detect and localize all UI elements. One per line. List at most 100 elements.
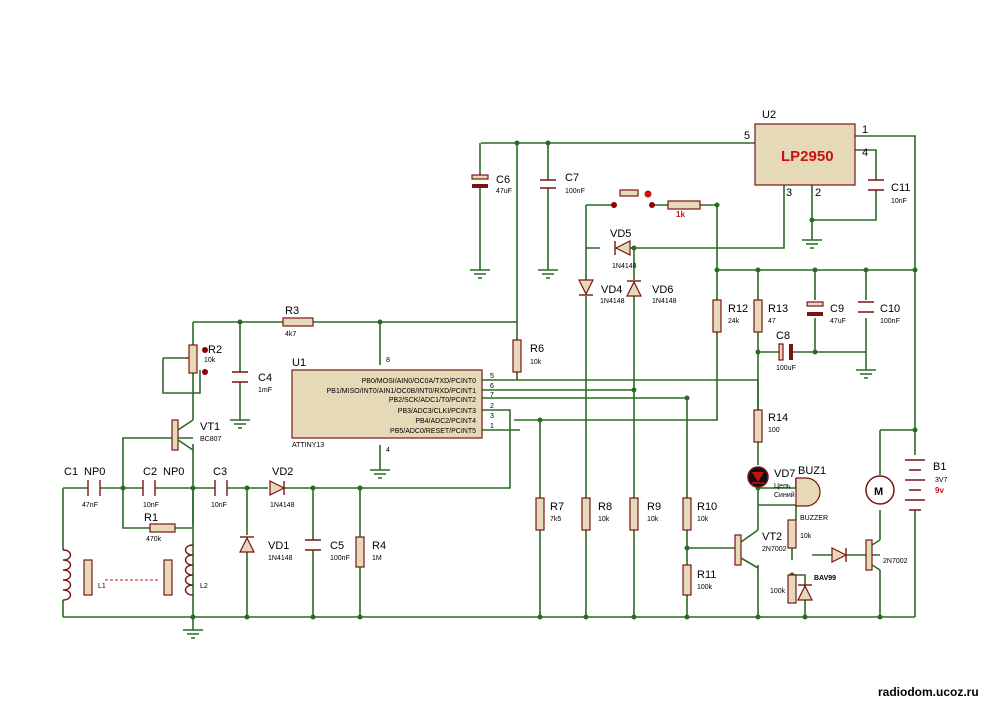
resistor-r10 xyxy=(682,497,692,531)
buzzer-buz1: BUZ1 BUZZER xyxy=(795,465,828,522)
capacitor-c10 xyxy=(858,301,874,313)
resistor-buzzer-10k xyxy=(787,519,797,549)
resistors: R3 4k7 R6 10k R2 10k R1 470k R4 1M R7 7k… xyxy=(144,200,812,604)
u1-gnd-pin: 4 xyxy=(386,447,390,454)
r9-ref: R9 xyxy=(647,501,661,513)
capacitor-c7 xyxy=(540,179,556,189)
r12-ref: R12 xyxy=(728,303,748,315)
capacitor-c8 xyxy=(778,343,784,361)
u2-name: LP2950 xyxy=(781,148,834,165)
mcu-u1: U1 ATTINY13 8 4 PB0/MOSI/AIN0/OC0A/TXD/P… xyxy=(291,357,494,454)
r11-ref: R11 xyxy=(697,569,716,581)
vd4-ref: VD4 xyxy=(601,284,622,296)
r10-ref: R10 xyxy=(697,501,717,513)
r6-value: 10k xyxy=(530,359,542,366)
capacitor-c1 xyxy=(87,480,101,496)
diode-vd4 xyxy=(578,279,594,296)
u1-pin-label: PB2/SCK/ADC1/T0/PCINT2 xyxy=(389,397,476,404)
capacitor-c4 xyxy=(232,371,248,383)
resistor-r11 xyxy=(682,564,692,596)
r2-value: 10k xyxy=(204,357,216,364)
c11-value: 10nF xyxy=(891,198,907,205)
u2-pin2: 2 xyxy=(815,187,821,199)
c11-ref: C11 xyxy=(891,182,910,194)
u2-pin3: 3 xyxy=(786,187,792,199)
u1-pin-label: PB3/ADC3/CLKI/PCINT3 xyxy=(398,408,476,415)
resistor-r14 xyxy=(753,409,763,443)
pot-terminal-icon xyxy=(202,347,208,353)
resistor-r8 xyxy=(581,497,591,531)
potentiometer-r2 xyxy=(188,344,198,374)
r3-value: 4k7 xyxy=(285,331,296,338)
r7-ref: R7 xyxy=(550,501,564,513)
u1-pin-num: 2 xyxy=(490,403,494,410)
coil-l2 xyxy=(184,544,194,596)
c3-ref: C3 xyxy=(213,466,227,478)
c6-value: 47uF xyxy=(496,188,512,195)
c4-value: 1mF xyxy=(258,387,272,394)
resistor-r1 xyxy=(149,523,176,533)
pot-terminal-icon xyxy=(202,369,208,375)
buz1-value: BUZZER xyxy=(800,515,828,522)
battery-b1: B1 3V7 9v xyxy=(905,459,948,511)
resistor-buzzer-100k xyxy=(787,574,797,604)
vt1-ref: VT1 xyxy=(200,421,220,433)
vt2-value: 2N7002 xyxy=(762,546,787,553)
coil-l2-core xyxy=(163,559,173,596)
resistor-r6 xyxy=(512,339,522,373)
c8-ref: C8 xyxy=(776,330,790,342)
u2-ref: U2 xyxy=(762,109,776,121)
vd4-value: 1N4148 xyxy=(600,298,625,305)
switch-terminal-icon xyxy=(644,190,652,198)
capacitor-c6 xyxy=(471,174,489,180)
coils: L1 L2 xyxy=(62,544,208,601)
capacitor-c5 xyxy=(305,539,321,551)
u2-pin1: 1 xyxy=(862,124,868,136)
r7-value: 7k5 xyxy=(550,516,561,523)
r8-ref: R8 xyxy=(598,501,612,513)
r10-value: 10k xyxy=(697,516,709,523)
resistor-r3 xyxy=(282,317,314,327)
r14-value: 100 xyxy=(768,427,780,434)
b1-value: 3V7 xyxy=(935,477,948,484)
rbuz-value: 10k xyxy=(800,533,812,540)
diode-vd6 xyxy=(626,280,642,297)
r4-value: 1M xyxy=(372,555,382,562)
u1-pin-num: 7 xyxy=(490,392,494,399)
vt3-value: 2N7002 xyxy=(883,558,908,565)
u1-ref: U1 xyxy=(292,357,306,369)
r1-ref: R1 xyxy=(144,512,158,524)
r3-ref: R3 xyxy=(285,305,299,317)
vd1-value: 1N4148 xyxy=(268,555,293,562)
vd1-ref: VD1 xyxy=(268,540,289,552)
r12-value: 24k xyxy=(728,318,740,325)
u2-pin5: 5 xyxy=(744,130,750,142)
l1-ref: L1 xyxy=(98,583,106,590)
r4-ref: R4 xyxy=(372,540,386,552)
c2-ref: C2 xyxy=(143,466,157,478)
r1-value: 470k xyxy=(146,536,162,543)
c1-type: NP0 xyxy=(84,466,105,478)
transistor-vt1 xyxy=(171,419,179,451)
r8-value: 10k xyxy=(598,516,610,523)
r6-ref: R6 xyxy=(530,343,544,355)
diodes: VD2 1N4148 VD1 1N4148 VD4 1N4148 VD6 1N4… xyxy=(239,228,848,601)
r13-value: 47 xyxy=(768,318,776,325)
r2-ref: R2 xyxy=(208,344,222,356)
c9-ref: C9 xyxy=(830,303,844,315)
vt1-value: BC807 xyxy=(200,436,222,443)
b1-ref: B1 xyxy=(933,461,946,473)
capacitor-c2 xyxy=(142,480,156,496)
l2-ref: L2 xyxy=(200,583,208,590)
c8-value: 100uF xyxy=(776,365,796,372)
resistor-r9 xyxy=(629,497,639,531)
motor-symbol: M xyxy=(874,486,883,498)
r11-value: 100k xyxy=(697,584,713,591)
u1-pin-label: PB4/ADC2/PCINT4 xyxy=(415,418,476,425)
capacitor-c9 xyxy=(806,301,824,307)
c10-ref: C10 xyxy=(880,303,900,315)
vd7-line2: Синий xyxy=(774,491,795,499)
r14-ref: R14 xyxy=(768,412,788,424)
resistor-1k xyxy=(667,200,701,210)
